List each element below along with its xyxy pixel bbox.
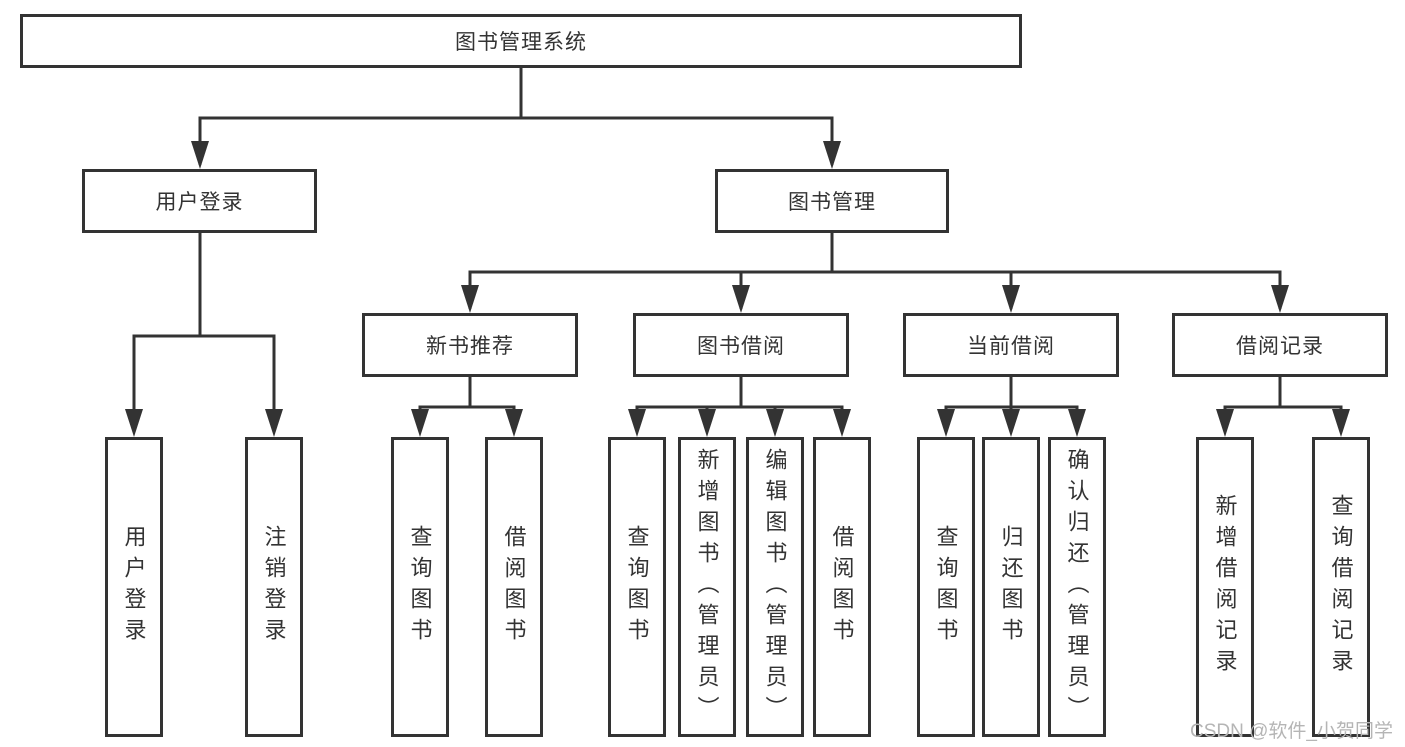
leaf-edit-books-admin: 编辑图书（管理员） [746,437,804,737]
leaf-label: 编辑图书（管理员） [762,447,788,727]
node-label: 图书管理 [788,191,876,214]
node-label: 当前借阅 [967,335,1055,358]
leaf-label: 借阅图书 [501,525,527,649]
node-library-management-system: 图书管理系统 [20,14,1022,68]
leaf-logout: 注销登录 [245,437,303,737]
leaf-add-borrow-record: 新增借阅记录 [1196,437,1254,737]
node-current-borrowing: 当前借阅 [903,313,1119,377]
leaf-label: 新增图书（管理员） [694,447,720,727]
leaf-label: 注销登录 [261,525,287,649]
node-label: 图书管理系统 [455,31,587,54]
node-label: 用户登录 [155,191,244,214]
node-new-book-recommendation: 新书推荐 [362,313,578,377]
leaf-query-books-current: 查询图书 [917,437,975,737]
leaf-add-books-admin: 新增图书（管理员） [678,437,736,737]
leaf-query-books-borrowing: 查询图书 [608,437,666,737]
leaf-borrow-books-recommend: 借阅图书 [485,437,543,737]
leaf-label: 查询图书 [407,525,433,649]
arrowheads [125,141,1350,437]
leaf-label: 归还图书 [998,525,1024,649]
leaf-label: 用户登录 [121,525,147,649]
leaf-query-books-recommend: 查询图书 [391,437,449,737]
node-label: 借阅记录 [1236,335,1324,358]
leaf-label: 新增借阅记录 [1212,494,1238,680]
leaf-user-login: 用户登录 [105,437,163,737]
node-book-management: 图书管理 [715,169,949,233]
leaf-confirm-return-admin: 确认归还（管理员） [1048,437,1106,737]
node-borrowing-records: 借阅记录 [1172,313,1388,377]
leaf-label: 查询图书 [624,525,650,649]
node-book-borrowing: 图书借阅 [633,313,849,377]
node-label: 新书推荐 [426,335,514,358]
leaf-label: 查询图书 [933,525,959,649]
leaf-return-books: 归还图书 [982,437,1040,737]
leaf-label: 确认归还（管理员） [1064,447,1090,727]
leaf-label: 借阅图书 [829,525,855,649]
leaf-query-borrow-record: 查询借阅记录 [1312,437,1370,737]
watermark-text: CSDN @软件_小贺同学 [1190,721,1393,742]
node-label: 图书借阅 [697,335,785,358]
node-user-login: 用户登录 [82,169,317,233]
leaf-label: 查询借阅记录 [1328,494,1354,680]
leaf-borrow-books: 借阅图书 [813,437,871,737]
